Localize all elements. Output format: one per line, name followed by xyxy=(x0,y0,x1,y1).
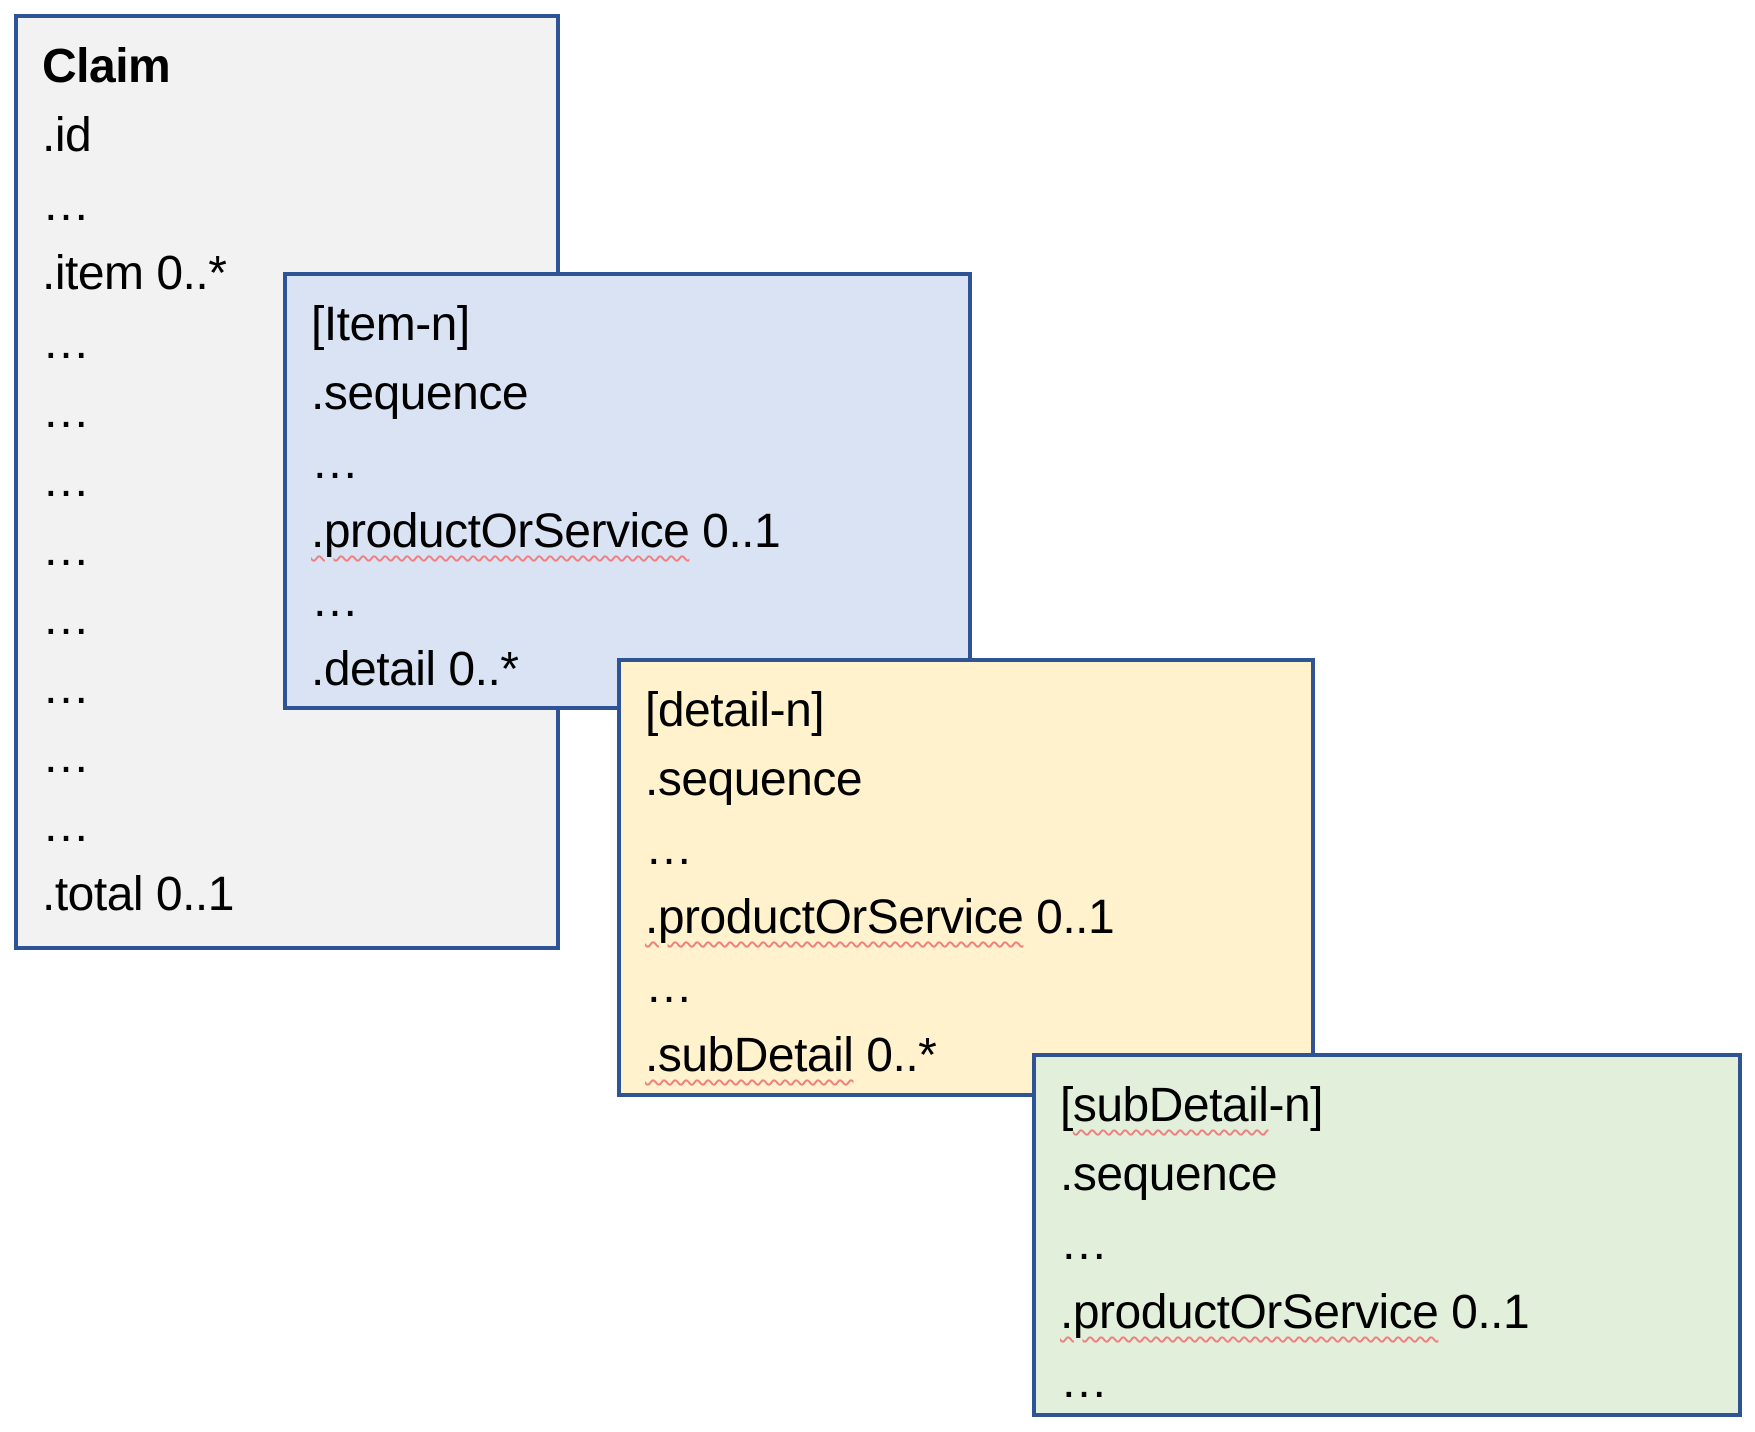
spellcheck-squiggle-word: .productOrService xyxy=(311,505,690,558)
field-line: … xyxy=(42,454,90,507)
field-line: … xyxy=(311,574,359,627)
field-line: .sequence xyxy=(1060,1148,1278,1201)
box-title-line: [Item-n] xyxy=(311,298,470,351)
field-line: … xyxy=(42,799,90,852)
field-line: … xyxy=(42,385,90,438)
spellcheck-squiggle-word: .productOrService xyxy=(1060,1286,1439,1339)
field-line: .subDetail 0..* xyxy=(645,1029,937,1082)
field-line: .productOrService 0..1 xyxy=(645,891,1115,944)
field-line: .total 0..1 xyxy=(42,868,234,921)
item-class-box: [Item-n] .sequence … .productOrService 0..1… xyxy=(283,272,972,710)
field-line: .detail 0..* xyxy=(311,643,519,696)
field-line: … xyxy=(42,592,90,645)
field-line: … xyxy=(42,523,90,576)
field-line: … xyxy=(1060,1217,1108,1270)
field-line: … xyxy=(42,178,90,231)
subdetail-class-box: [subDetail-n] .sequence … .productOrService… xyxy=(1032,1053,1742,1417)
field-line: … xyxy=(42,730,90,783)
box-title-line: Claim xyxy=(42,40,171,93)
detail-class-box: [detail-n] .sequence … .productOrService 0.… xyxy=(617,658,1315,1097)
spellcheck-squiggle-word: .subDetail xyxy=(645,1029,854,1082)
field-line: … xyxy=(42,661,90,714)
spellcheck-squiggle-word: .productOrService xyxy=(645,891,1024,944)
field-line: … xyxy=(645,822,693,875)
field-line: .item 0..* xyxy=(42,247,227,300)
field-line: .productOrService 0..1 xyxy=(1060,1286,1530,1339)
field-line: .sequence xyxy=(645,753,863,806)
box-title-line: [subDetail-n] xyxy=(1060,1079,1323,1132)
field-line: … xyxy=(311,436,359,489)
field-line: .productOrService 0..1 xyxy=(311,505,781,558)
field-line: .sequence xyxy=(311,367,529,420)
spellcheck-squiggle-word: subDetail xyxy=(1072,1079,1269,1132)
field-line: … xyxy=(42,316,90,369)
field-line: … xyxy=(645,960,693,1013)
field-line: … xyxy=(1060,1355,1108,1408)
box-title-line: [detail-n] xyxy=(645,684,825,737)
field-line: .id xyxy=(42,109,92,162)
